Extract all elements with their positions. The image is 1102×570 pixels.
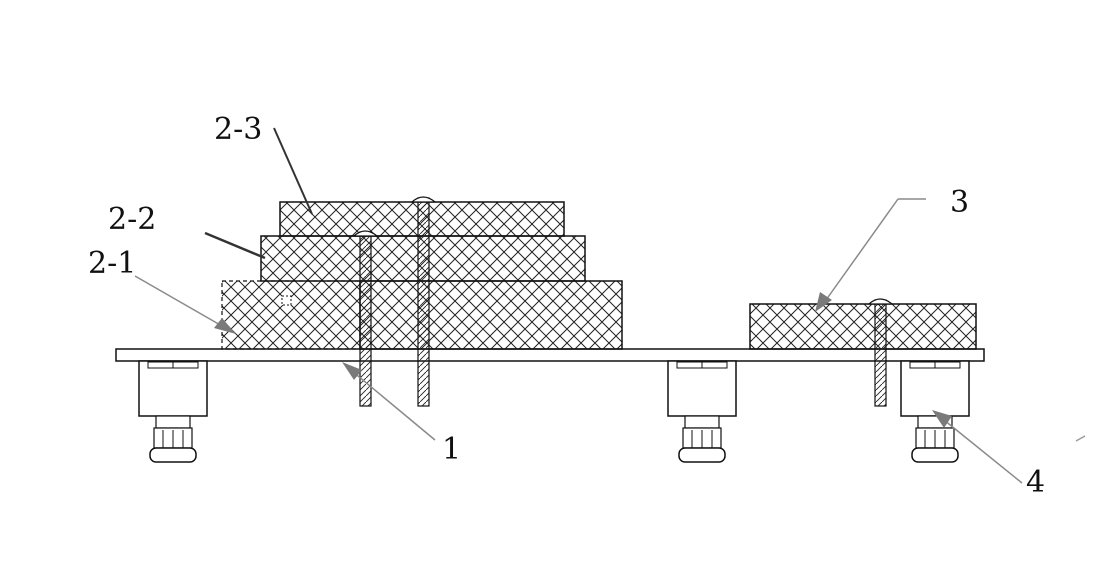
block-3 <box>749 303 977 350</box>
support-foot-middle <box>667 360 737 463</box>
label-3: 3 <box>950 185 969 220</box>
marker-square <box>281 295 292 306</box>
leader-line-2-2 <box>204 231 266 260</box>
block-2-1 <box>221 280 361 350</box>
label-2-1: 2-1 <box>88 246 136 281</box>
stray-mark <box>1075 435 1086 442</box>
label-1: 1 <box>442 432 461 467</box>
leader-line-2-1 <box>134 275 236 334</box>
bolt-right <box>867 298 894 407</box>
leader-line-2-3 <box>273 127 313 215</box>
block-2-1-right <box>359 280 623 350</box>
leader-line-1 <box>342 362 436 441</box>
label-2-3: 2-3 <box>214 112 262 147</box>
bolt-center <box>410 196 437 407</box>
label-4: 4 <box>1026 465 1045 500</box>
bolt-left <box>352 230 379 407</box>
leader-line-4 <box>932 410 1023 484</box>
leader-line-3 <box>815 198 926 312</box>
label-2-2: 2-2 <box>108 202 156 237</box>
support-foot-left <box>138 360 208 463</box>
support-foot-right <box>900 360 970 463</box>
base-plate <box>115 348 985 362</box>
